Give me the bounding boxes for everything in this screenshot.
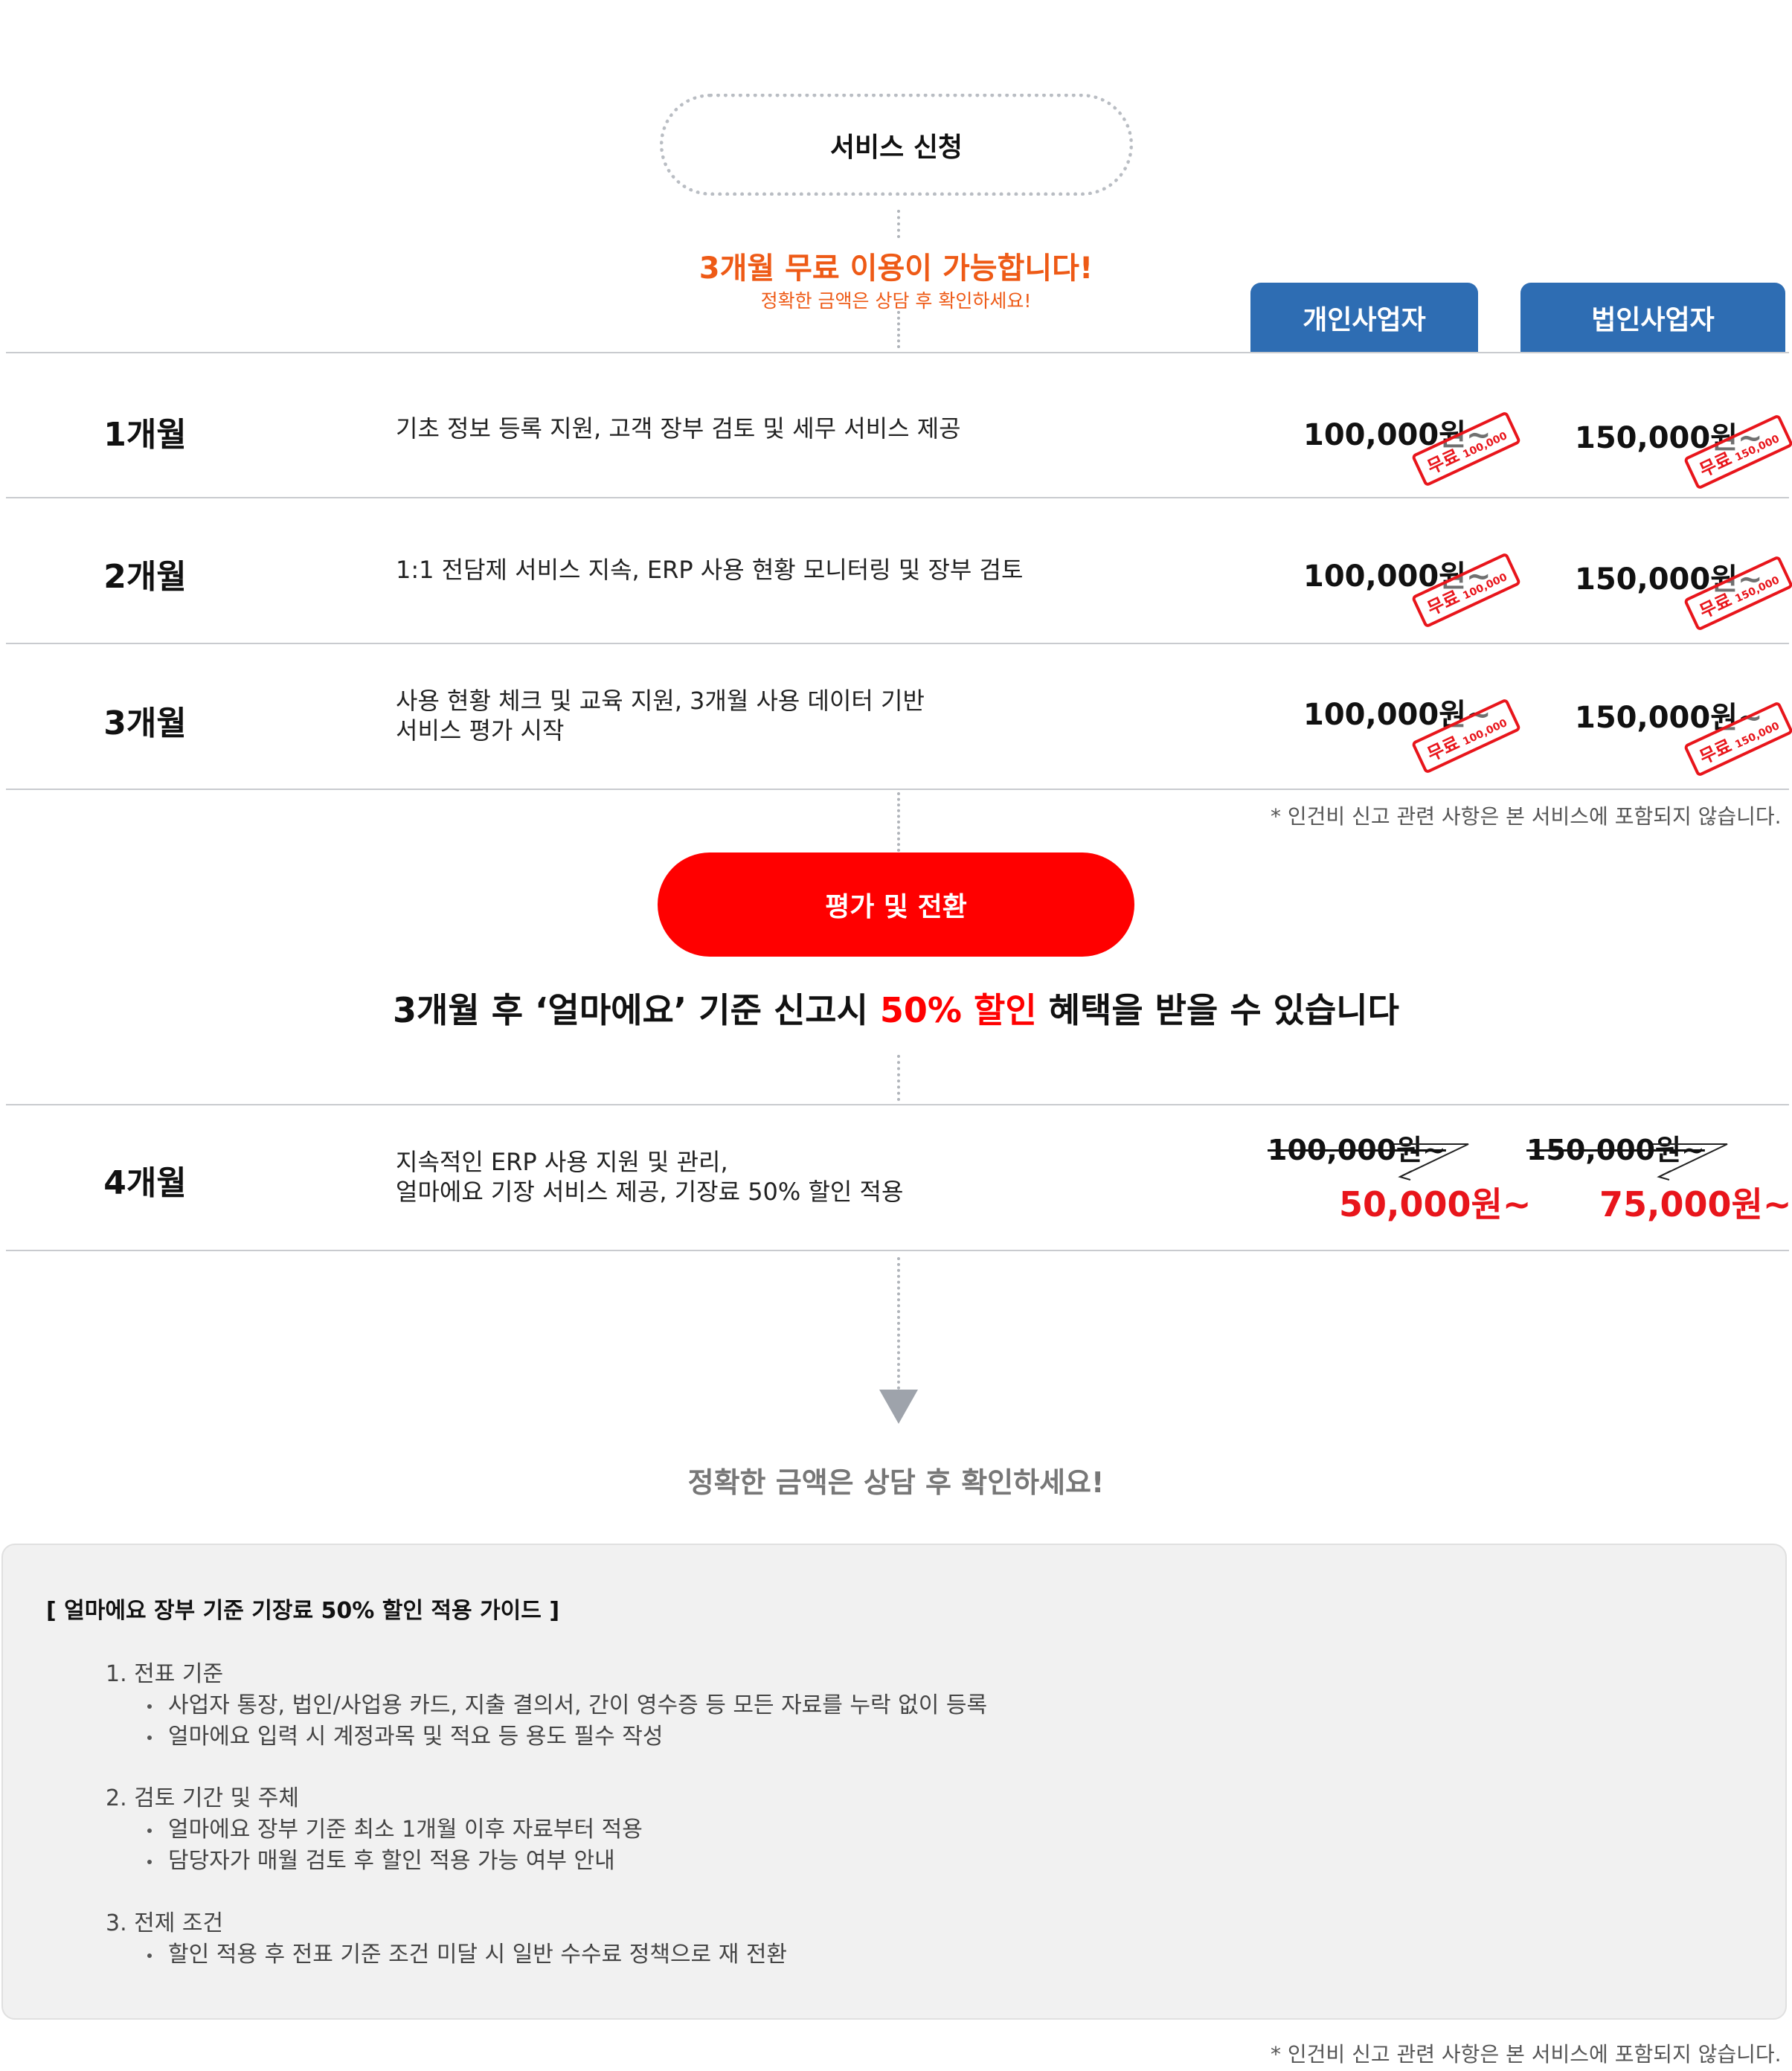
guide-list-item: 사업자 통장, 법인/사업용 카드, 지출 결의서, 간이 영수증 등 모든 자… bbox=[147, 1686, 987, 1719]
service-apply-label: 서비스 신청 bbox=[829, 132, 963, 163]
table-divider bbox=[6, 643, 1789, 644]
discount-headline: 3개월 후 ‘얼마에요’ 기준 신고시 50% 할인 혜택을 받을 수 있습니다 bbox=[0, 983, 1792, 1033]
service-apply-step: 서비스 신청 bbox=[660, 94, 1133, 196]
guide-title: [ 얼마에요 장부 기준 기장료 50% 할인 적용 가이드 ] bbox=[46, 1598, 560, 1624]
guide-item-text: 얼마에요 입력 시 계정과목 및 적요 등 용도 필수 작성 bbox=[168, 1724, 664, 1750]
guide-list-item: 할인 적용 후 전표 기준 조건 미달 시 일반 수수료 정책으로 재 전환 bbox=[147, 1936, 787, 1968]
personal-price: 100,000원~ bbox=[1303, 559, 1491, 594]
guide-section-heading: 3. 전제 조건 bbox=[106, 1910, 224, 1936]
corporate-price: 150,000원~ bbox=[1575, 421, 1763, 455]
flow-connector bbox=[897, 1055, 900, 1101]
table-divider bbox=[6, 789, 1789, 790]
stamp-amount: 100,000 bbox=[1461, 430, 1509, 461]
row-description: 지속적인 ERP 사용 지원 및 관리, 얼마에요 기장 서비스 제공, 기장료… bbox=[396, 1147, 1214, 1207]
tab-personal-business[interactable]: 개인사업자 bbox=[1250, 283, 1478, 353]
row-description: 기초 정보 등록 지원, 고객 장부 검토 및 세무 서비스 제공 bbox=[396, 414, 961, 443]
guide-list-item: 담당자가 매월 검토 후 할인 적용 가능 여부 안내 bbox=[147, 1842, 615, 1875]
bullet-icon bbox=[147, 1828, 152, 1833]
guide-item-text: 할인 적용 후 전표 기준 조건 미달 시 일반 수수료 정책으로 재 전환 bbox=[168, 1942, 788, 1968]
row-month: 1개월 bbox=[103, 416, 187, 454]
corporate-price: 150,000원~ bbox=[1575, 701, 1763, 735]
table-divider bbox=[6, 1250, 1789, 1251]
stamp-label: 무료 bbox=[1696, 589, 1735, 623]
row-description-line: 서비스 평가 시작 bbox=[396, 716, 565, 745]
headline-highlight: 50% 할인 bbox=[879, 990, 1037, 1030]
corporate-price: 150,000원~ bbox=[1575, 562, 1763, 597]
footnote-bottom: * 인건비 신고 관련 사항은 본 서비스에 포함되지 않습니다. bbox=[1271, 2042, 1782, 2067]
bullet-icon bbox=[147, 1704, 152, 1709]
price-change-arrow-icon bbox=[1394, 1143, 1469, 1181]
stamp-label: 무료 bbox=[1696, 448, 1735, 481]
stamp-amount: 150,000 bbox=[1733, 574, 1782, 606]
flow-connector bbox=[897, 210, 900, 238]
personal-old-price: 100,000원~ bbox=[1268, 1134, 1446, 1166]
discount-guide-panel bbox=[1, 1544, 1787, 2020]
guide-item-text: 담당자가 매월 검토 후 할인 적용 가능 여부 안내 bbox=[168, 1848, 615, 1874]
flow-connector bbox=[897, 792, 900, 852]
personal-new-price: 50,000원~ bbox=[1339, 1184, 1532, 1224]
corporate-new-price: 75,000원~ bbox=[1599, 1184, 1792, 1224]
guide-list-item: 얼마에요 입력 시 계정과목 및 적요 등 용도 필수 작성 bbox=[147, 1718, 663, 1750]
stamp-amount: 150,000 bbox=[1733, 433, 1782, 464]
table-divider bbox=[6, 352, 1789, 353]
row-description-line: 사용 현황 체크 및 교육 지원, 3개월 사용 데이터 기반 bbox=[396, 687, 925, 715]
bullet-icon bbox=[147, 1859, 152, 1864]
tab-corporate-business[interactable]: 법인사업자 bbox=[1520, 283, 1785, 353]
guide-section-heading: 2. 검토 기간 및 주체 bbox=[106, 1785, 299, 1811]
stamp-label: 무료 bbox=[1696, 735, 1735, 768]
stamp-amount: 100,000 bbox=[1461, 571, 1509, 603]
footnote: * 인건비 신고 관련 사항은 본 서비스에 포함되지 않습니다. bbox=[1271, 804, 1782, 829]
corporate-old-price: 150,000원~ bbox=[1526, 1134, 1705, 1166]
row-month: 4개월 bbox=[103, 1164, 187, 1202]
guide-section-heading: 1. 전표 기준 bbox=[106, 1661, 224, 1687]
stamp-amount: 100,000 bbox=[1461, 717, 1509, 748]
promo-subtitle: 정확한 금액은 상담 후 확인하세요! bbox=[760, 290, 1032, 312]
row-month: 3개월 bbox=[103, 704, 187, 742]
bullet-icon bbox=[147, 1953, 152, 1958]
price-change-arrow-icon bbox=[1653, 1143, 1728, 1181]
row-month: 2개월 bbox=[103, 558, 187, 596]
personal-price: 100,000원~ bbox=[1303, 418, 1491, 452]
headline-text: 혜택을 받을 수 있습니다 bbox=[1036, 990, 1399, 1030]
down-arrow-icon bbox=[879, 1390, 918, 1424]
promo-title: 3개월 무료 이용이 가능합니다! bbox=[699, 251, 1093, 286]
table-divider bbox=[6, 497, 1789, 498]
stamp-label: 무료 bbox=[1424, 586, 1463, 620]
stamp-label: 무료 bbox=[1424, 445, 1463, 478]
guide-item-text: 사업자 통장, 법인/사업용 카드, 지출 결의서, 간이 영수증 등 모든 자… bbox=[168, 1692, 988, 1718]
guide-item-text: 얼마에요 장부 기준 최소 1개월 이후 자료부터 적용 bbox=[168, 1817, 643, 1843]
evaluate-convert-button[interactable]: 평가 및 전환 bbox=[658, 853, 1134, 957]
row-description-line: 지속적인 ERP 사용 지원 및 관리, bbox=[396, 1148, 728, 1176]
row-description: 1:1 전담제 서비스 지속, ERP 사용 현황 모니터링 및 장부 검토 bbox=[396, 556, 1024, 584]
guide-list-item: 얼마에요 장부 기준 최소 1개월 이후 자료부터 적용 bbox=[147, 1811, 643, 1843]
personal-price: 100,000원~ bbox=[1303, 698, 1491, 732]
closing-message: 정확한 금액은 상담 후 확인하세요! bbox=[687, 1466, 1105, 1499]
table-divider bbox=[6, 1104, 1789, 1105]
stamp-label: 무료 bbox=[1424, 732, 1463, 765]
headline-text: 3개월 후 ‘얼마에요’ 기준 신고시 bbox=[393, 990, 880, 1030]
flow-connector bbox=[897, 311, 900, 348]
row-description-line: 얼마에요 기장 서비스 제공, 기장료 50% 할인 적용 bbox=[396, 1178, 904, 1206]
row-description: 사용 현황 체크 및 교육 지원, 3개월 사용 데이터 기반 서비스 평가 시… bbox=[396, 686, 1214, 745]
bullet-icon bbox=[147, 1735, 152, 1740]
flow-connector bbox=[897, 1257, 900, 1390]
stamp-amount: 150,000 bbox=[1733, 720, 1782, 751]
